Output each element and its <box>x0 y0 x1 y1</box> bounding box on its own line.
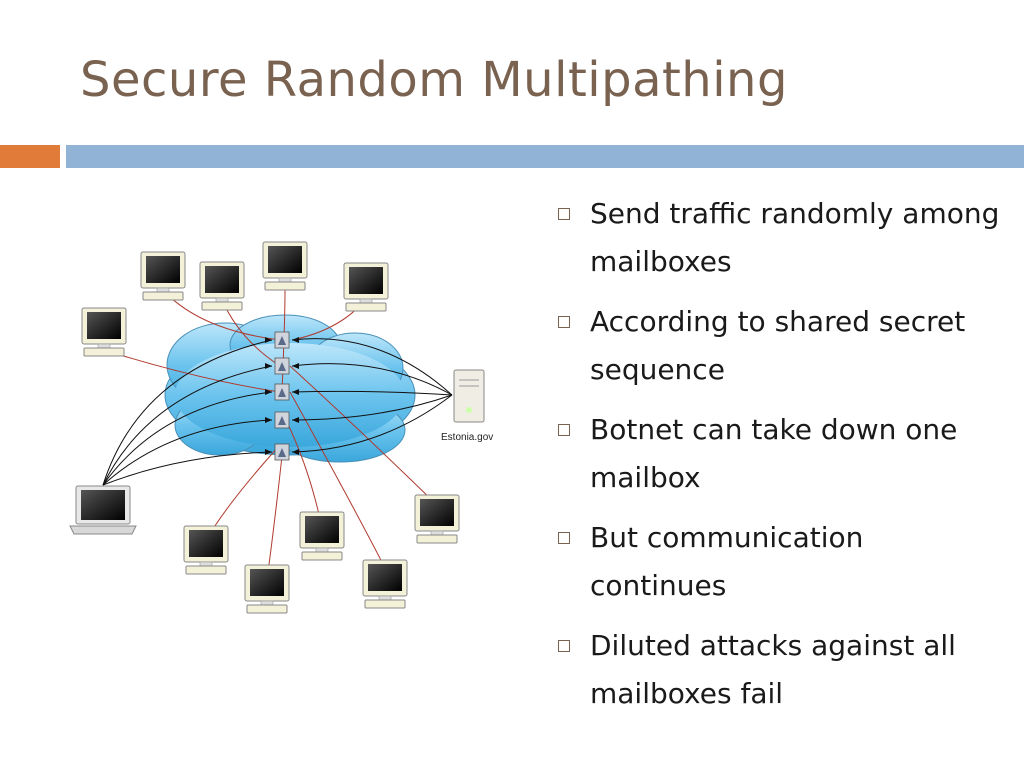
bullet-item: Botnet can take down one mailbox <box>556 406 1006 502</box>
accent-bar <box>0 145 60 168</box>
slide-title: Secure Random Multipathing <box>80 52 788 108</box>
bullet-square-icon <box>558 424 570 436</box>
bullet-item: Diluted attacks against all mailboxes fa… <box>556 622 1006 718</box>
computer-icon <box>362 559 408 609</box>
network-diagram: Estonia.gov <box>69 241 493 614</box>
bullet-item: But communication continues <box>556 514 1006 610</box>
mailbox-icon <box>274 357 290 375</box>
bullet-square-icon <box>558 640 570 652</box>
bullet-square-icon <box>558 208 570 220</box>
computer-icon <box>343 262 389 312</box>
arrow-heads <box>265 337 299 455</box>
bullet-text: Botnet can take down one mailbox <box>590 413 958 494</box>
computer-icon <box>244 564 290 614</box>
computer-icon <box>262 241 308 291</box>
computer-icon <box>140 251 186 301</box>
mailbox-icon <box>274 411 290 429</box>
server-label: Estonia.gov <box>441 432 493 443</box>
mailbox-icon <box>274 331 290 349</box>
computer-icon <box>414 494 460 544</box>
mailbox-icon <box>274 383 290 401</box>
server-icon <box>453 369 485 423</box>
bullet-item: According to shared secret sequence <box>556 298 1006 394</box>
bullet-text: But communication continues <box>590 521 864 602</box>
computer-icon <box>183 525 229 575</box>
laptop-traffic-lines <box>102 339 273 486</box>
bullet-text: Diluted attacks against all mailboxes fa… <box>590 629 956 710</box>
bullet-text: Send traffic randomly among mailboxes <box>590 197 1000 278</box>
computer-icon <box>199 261 245 311</box>
laptop-icon <box>69 485 137 535</box>
bullet-item: Send traffic randomly among mailboxes <box>556 190 1006 286</box>
computer-icon <box>81 307 127 357</box>
bullet-square-icon <box>558 532 570 544</box>
server-traffic-lines <box>291 338 453 453</box>
bullet-text: According to shared secret sequence <box>590 305 966 386</box>
header-bar <box>66 145 1024 168</box>
bullet-list: Send traffic randomly among mailboxes Ac… <box>556 190 1006 730</box>
bullet-square-icon <box>558 316 570 328</box>
computer-icon <box>299 511 345 561</box>
mailbox-icon <box>274 443 290 461</box>
